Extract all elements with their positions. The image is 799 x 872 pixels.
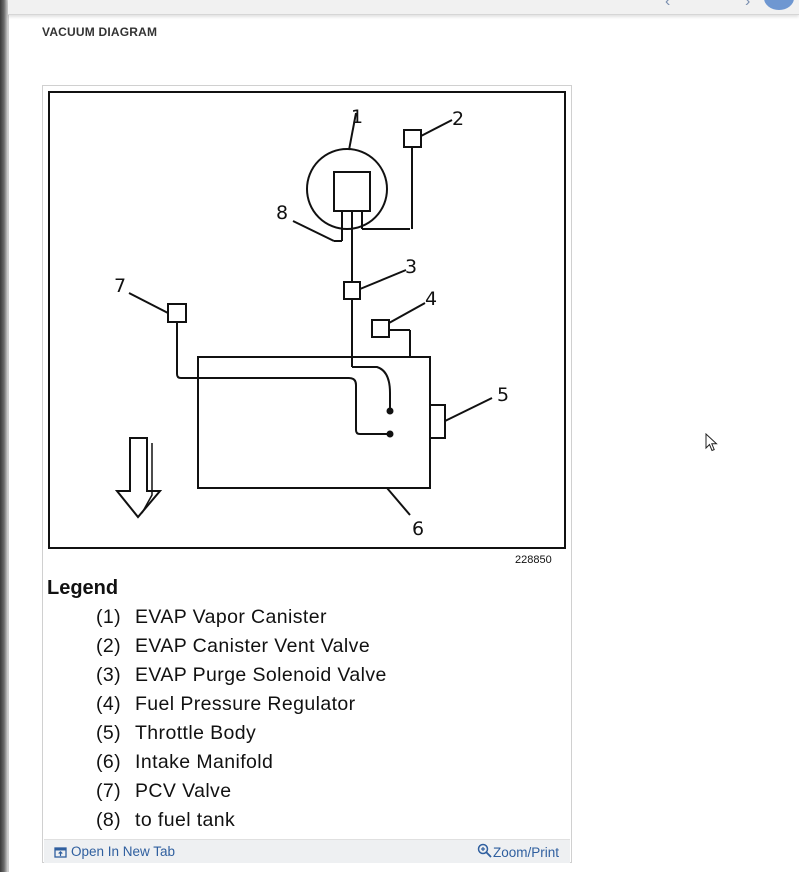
- callout-2: 2: [452, 108, 464, 130]
- callout-4: 4: [425, 288, 437, 310]
- zoom-print-link[interactable]: Zoom/Print: [477, 841, 559, 860]
- throttle-body-shape: [429, 404, 446, 439]
- legend-label: EVAP Purge Solenoid Valve: [135, 664, 387, 686]
- pcv-valve-shape: [167, 303, 187, 323]
- fuel-pressure-regulator-shape: [371, 319, 390, 338]
- legend-number: (3): [96, 664, 122, 686]
- legend-number: (4): [96, 693, 122, 715]
- top-toolbar: ‹ ›: [8, 0, 799, 15]
- canister-vent-valve-shape: [403, 129, 422, 148]
- zoom-print-label: Zoom/Print: [493, 845, 560, 860]
- legend-number: (2): [96, 635, 122, 657]
- callout-8: 8: [276, 202, 288, 224]
- legend-item: (3) EVAP Purge Solenoid Valve: [96, 664, 387, 693]
- legend-label: PCV Valve: [135, 780, 232, 802]
- open-in-new-tab-icon: [54, 846, 67, 858]
- chevron-left-icon[interactable]: ‹: [665, 0, 671, 10]
- callout-6: 6: [412, 518, 424, 540]
- legend-item: (7) PCV Valve: [96, 780, 387, 809]
- diagram-card: 1 2 3 4 5 6 7 8 228850 Legend (1) EVAP Va…: [42, 85, 572, 863]
- avatar[interactable]: [764, 0, 794, 10]
- legend-label: Intake Manifold: [135, 751, 274, 773]
- legend-number: (8): [96, 809, 122, 831]
- legend-label: Fuel Pressure Regulator: [135, 693, 356, 715]
- zoom-icon: [477, 843, 492, 858]
- card-footer: Open In New Tab Zoom/Print: [44, 839, 570, 863]
- legend-item: (1) EVAP Vapor Canister: [96, 606, 387, 635]
- legend-label: Throttle Body: [135, 722, 257, 744]
- chevron-right-icon[interactable]: ›: [745, 0, 751, 10]
- legend-number: (5): [96, 722, 122, 744]
- legend-item: (6) Intake Manifold: [96, 751, 387, 780]
- legend-title: Legend: [47, 577, 119, 599]
- section-title: VACUUM DIAGRAM: [42, 25, 158, 39]
- open-in-new-tab-label: Open In New Tab: [71, 844, 176, 859]
- legend-number: (1): [96, 606, 122, 628]
- legend-number: (7): [96, 780, 122, 802]
- window-edge: [0, 0, 9, 872]
- vacuum-diagram-svg: 1 2 3 4 5 6 7 8: [114, 106, 509, 540]
- legend-list: (1) EVAP Vapor Canister (2) EVAP Canister …: [96, 606, 387, 838]
- intake-manifold-shape: [197, 356, 431, 489]
- legend-label: EVAP Vapor Canister: [135, 606, 327, 628]
- figure-number: 228850: [515, 554, 552, 566]
- evap-vapor-canister-shape: [306, 148, 388, 230]
- callout-5: 5: [497, 384, 509, 406]
- legend-label: to fuel tank: [135, 809, 236, 831]
- legend-item: (5) Throttle Body: [96, 722, 387, 751]
- legend-item: (8) to fuel tank: [96, 809, 387, 838]
- open-in-new-tab-link[interactable]: Open In New Tab: [54, 844, 175, 859]
- callout-3: 3: [405, 256, 417, 278]
- purge-solenoid-valve-shape: [343, 281, 361, 300]
- legend-label: EVAP Canister Vent Valve: [135, 635, 371, 657]
- legend-item: (4) Fuel Pressure Regulator: [96, 693, 387, 722]
- callout-7: 7: [114, 275, 126, 297]
- mouse-pointer-icon: [705, 433, 718, 452]
- vacuum-diagram-figure: 1 2 3 4 5 6 7 8: [48, 91, 566, 549]
- legend-number: (6): [96, 751, 122, 773]
- callout-1: 1: [351, 106, 363, 128]
- legend-item: (2) EVAP Canister Vent Valve: [96, 635, 387, 664]
- canister-inner-box: [333, 171, 371, 212]
